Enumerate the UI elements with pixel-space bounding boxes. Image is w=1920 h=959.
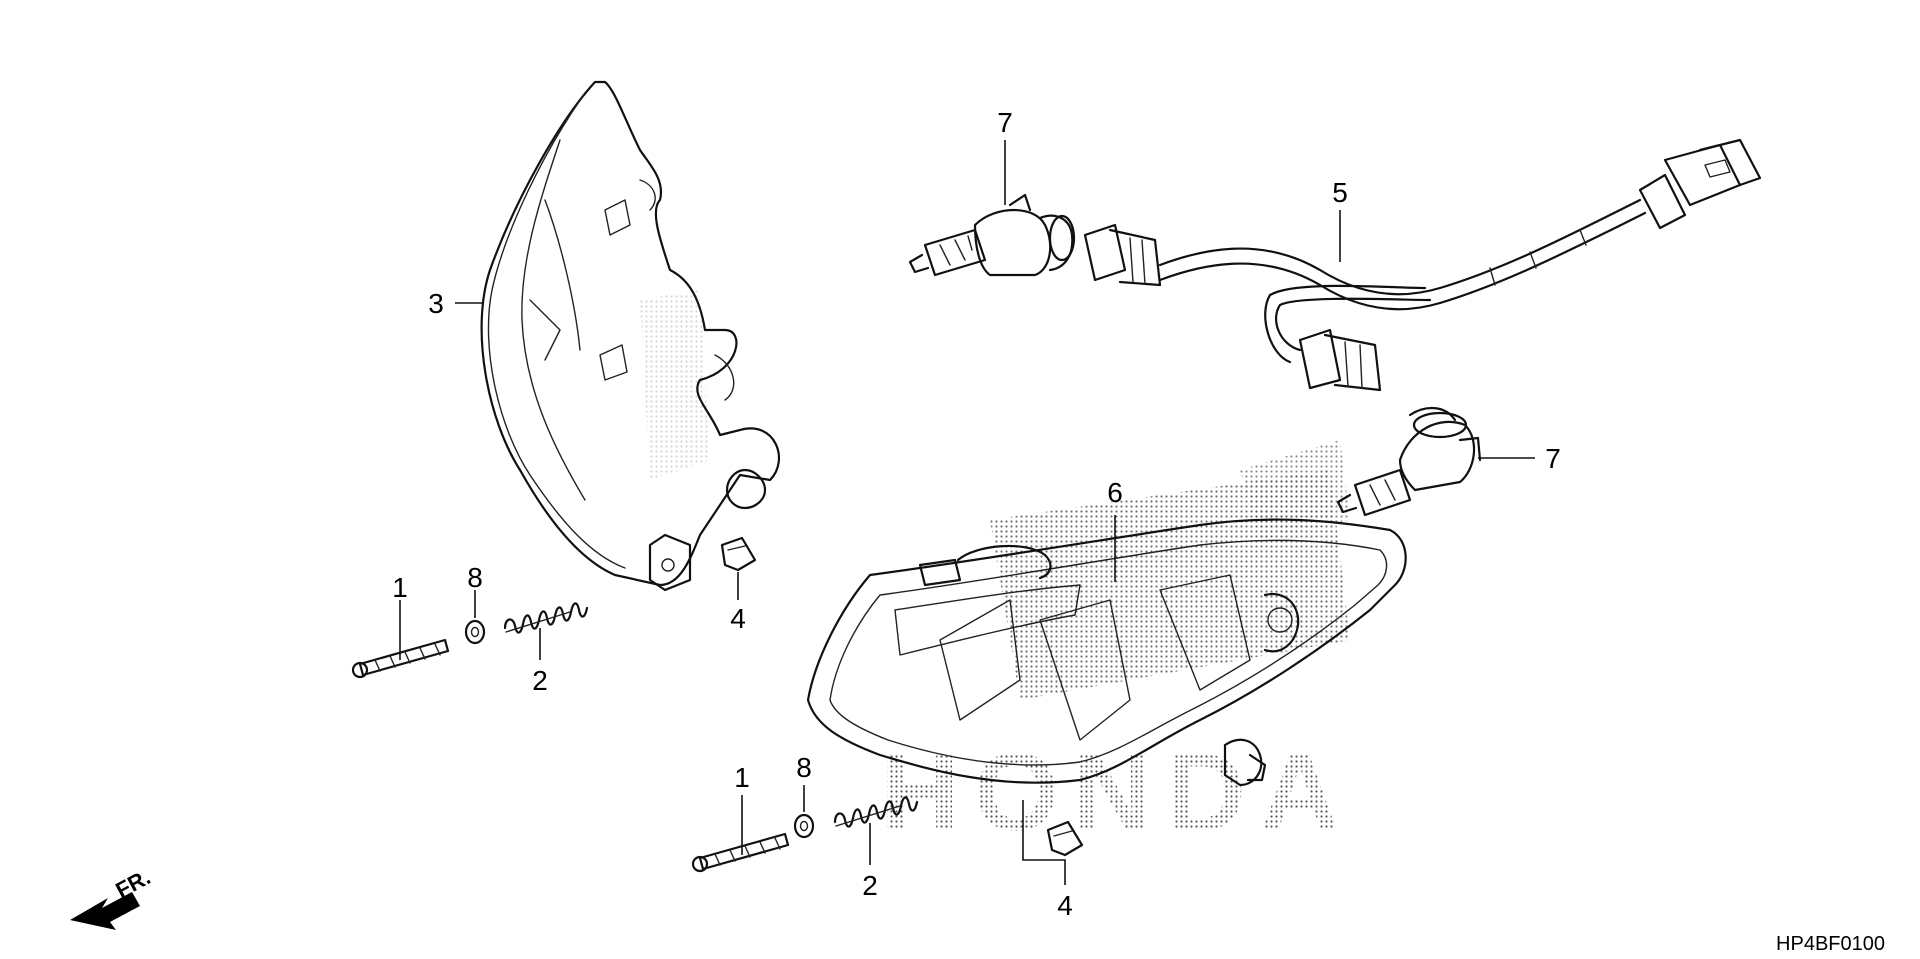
callout-numbers: 1 8 2 3 4 7 5 7 6 1 8 2 4 (392, 107, 1561, 921)
front-label: FR. (111, 864, 154, 903)
washer-upper (464, 619, 486, 645)
clip-nut-upper (720, 536, 757, 572)
adjusting-screw-upper (351, 638, 450, 679)
spring-lower (833, 796, 919, 828)
bulb-socket-upper (908, 193, 1076, 277)
callout-7-lower: 7 (1545, 443, 1561, 474)
arrow-icon (70, 892, 140, 930)
callout-7-upper: 7 (997, 107, 1013, 138)
front-direction-arrow: FR. (70, 864, 155, 930)
callout-1-upper: 1 (392, 572, 408, 603)
callout-5: 5 (1332, 177, 1348, 208)
bulb-socket-lower (1336, 407, 1482, 517)
washer-lower (793, 813, 815, 839)
spring-upper (503, 602, 589, 634)
callout-6: 6 (1107, 477, 1123, 508)
clip-nut-lower (1046, 820, 1084, 857)
left-headlight-unit (480, 80, 780, 592)
callout-4-lower: 4 (1057, 890, 1073, 921)
callout-8-upper: 8 (467, 562, 483, 593)
callout-4-upper: 4 (730, 603, 746, 634)
wire-harness (1083, 138, 1762, 392)
diagram-code: HP4BF0100 (1776, 933, 1885, 955)
callout-2-upper: 2 (532, 665, 548, 696)
leader-lines (399, 140, 1535, 885)
callout-8-lower: 8 (796, 752, 812, 783)
right-headlight-unit (806, 518, 1407, 787)
callout-3: 3 (428, 288, 444, 319)
callout-1-lower: 1 (734, 762, 750, 793)
callout-2-lower: 2 (862, 870, 878, 901)
adjusting-screw-lower (691, 832, 790, 873)
